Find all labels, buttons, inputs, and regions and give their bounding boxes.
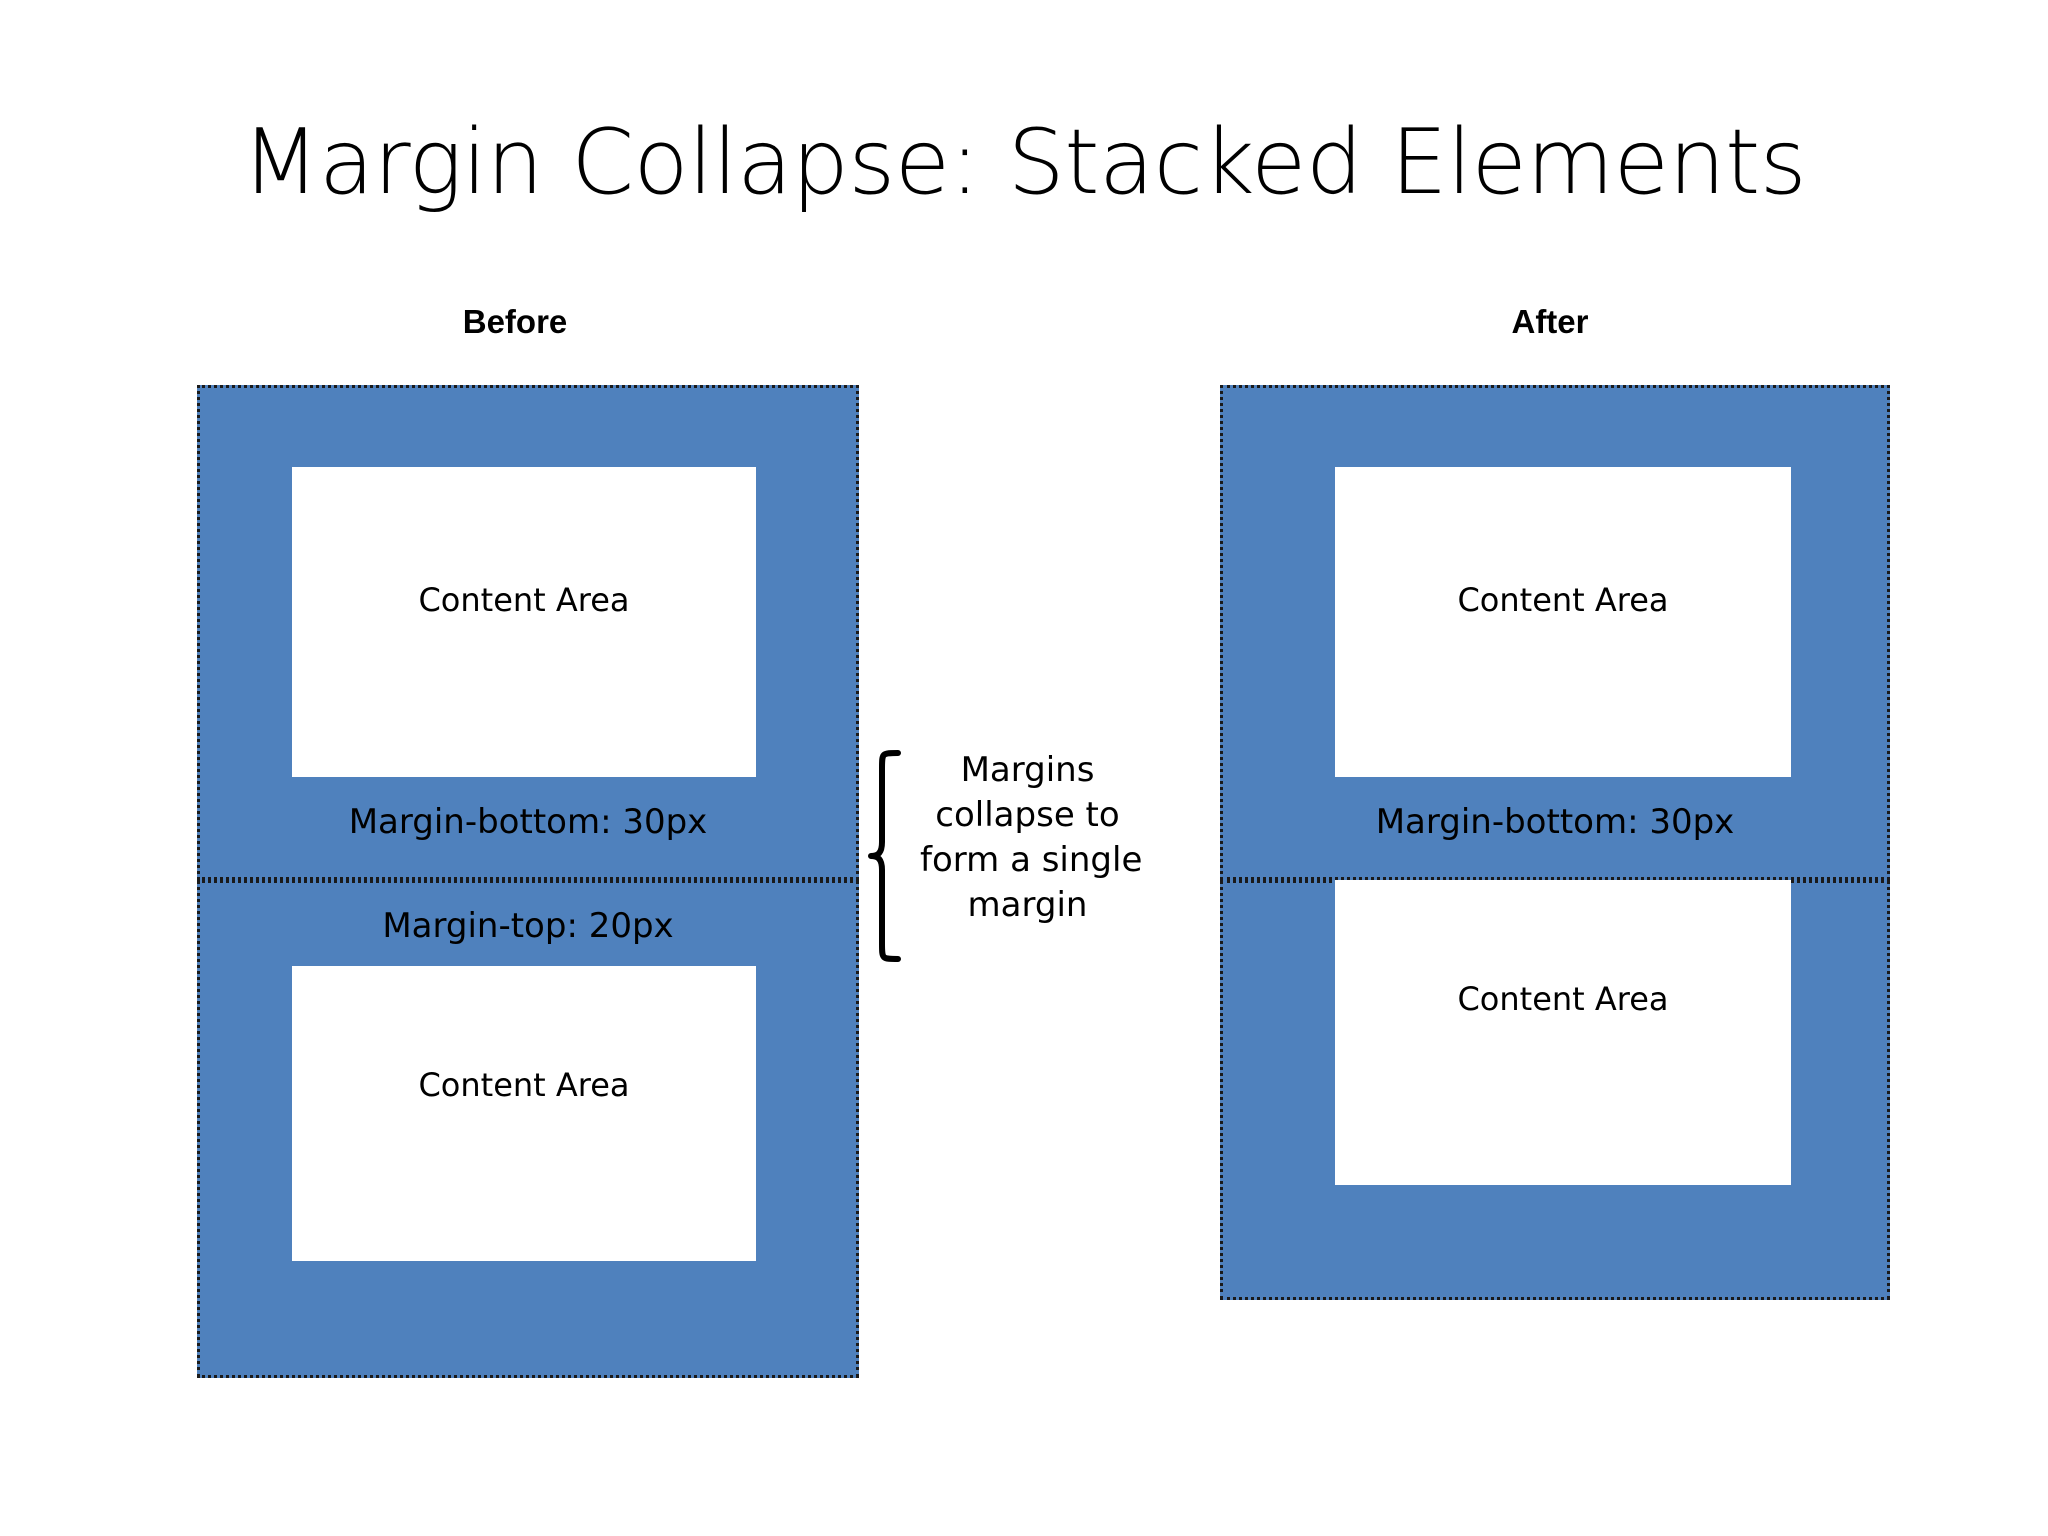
annotation-line-1: Margins [960, 750, 1095, 790]
column-caption-after: After [1511, 303, 1589, 340]
annotation-line-2: collapse to [935, 794, 1120, 835]
content-area-label: Content Area [1457, 581, 1669, 619]
after-margin-bottom-label: Margin-bottom: 30px [1375, 802, 1735, 842]
before-margin-top-label: Margin-top: 20px [382, 906, 674, 946]
annotation-text: Margins collapse to form a single margin [920, 748, 1143, 928]
before-margin-bottom-label: Margin-bottom: 30px [348, 802, 708, 842]
page-title: Margin Collapse: Stacked Elements [241, 110, 1807, 215]
after-content-area-second: Content Area [1335, 880, 1791, 1185]
content-area-label: Content Area [418, 581, 630, 619]
column-caption-before: Before [462, 303, 568, 340]
annotation-line-4: margin [967, 884, 1088, 925]
content-area-label: Content Area [1457, 980, 1669, 1018]
before-content-area-first: Content Area [292, 467, 756, 777]
right-curly-brace-icon [868, 750, 914, 962]
content-area-label: Content Area [418, 1066, 630, 1104]
before-content-area-second: Content Area [292, 966, 756, 1261]
annotation-line-3: form a single [920, 839, 1143, 880]
after-content-area-first: Content Area [1335, 467, 1791, 777]
